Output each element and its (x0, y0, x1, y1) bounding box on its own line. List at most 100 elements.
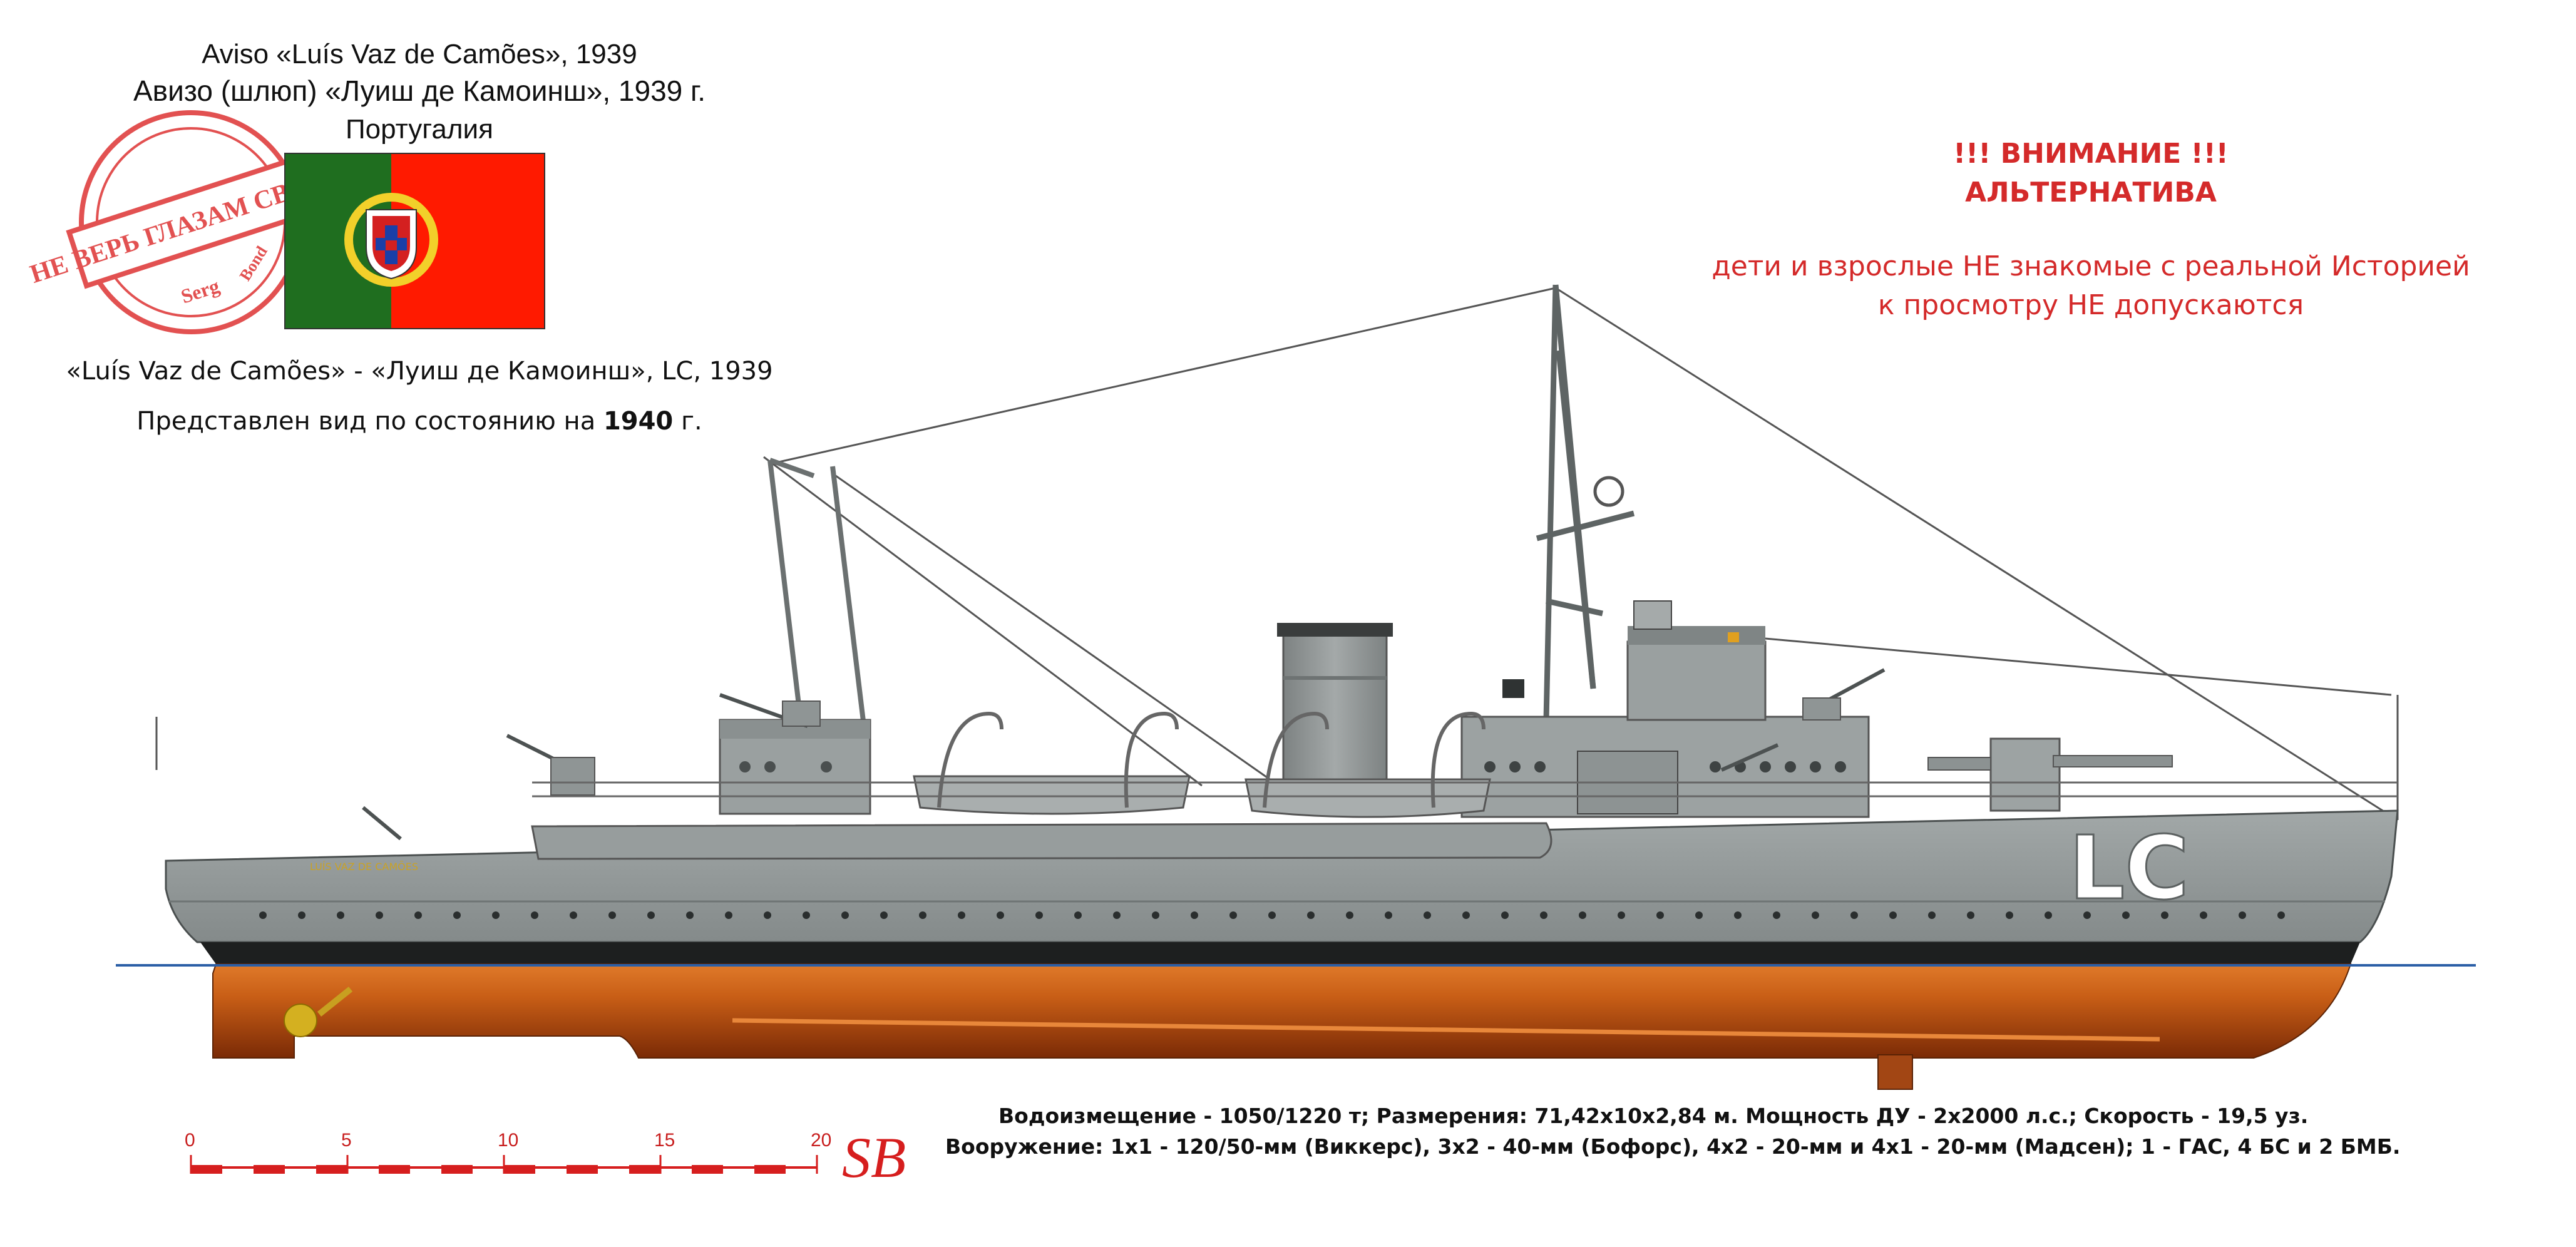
aa-mounts (550, 697, 1841, 796)
porthole (919, 911, 926, 919)
porthole (298, 911, 305, 919)
hull (165, 809, 2399, 1090)
porthole (764, 911, 771, 919)
specs-line1: Водоизмещение - 1050/1220 т; Размерения:… (998, 1104, 2309, 1128)
warning-subheading: АЛЬТЕРНАТИВА (1965, 177, 2217, 208)
porthole (414, 911, 422, 919)
scale-bar (190, 1155, 818, 1174)
warning-heading: !!! ВНИМАНИЕ !!! (1953, 138, 2229, 170)
state-suffix: г. (680, 407, 702, 436)
porthole (337, 911, 344, 919)
country-label: Португалия (346, 114, 493, 145)
porthole (2277, 911, 2285, 919)
porthole (1229, 911, 1237, 919)
coat-of-arms-icon (344, 193, 438, 287)
bridge-superstructure (1460, 600, 1870, 818)
scale-segment (567, 1165, 598, 1174)
porthole (1734, 911, 1742, 919)
porthole (2083, 911, 2091, 919)
state-subtitle: Представлен вид по состоянию на 1940 г. (38, 407, 801, 436)
porthole (259, 911, 267, 919)
porthole (958, 911, 965, 919)
porthole (570, 911, 577, 919)
porthole (1152, 911, 1159, 919)
forward-superstructure (719, 719, 871, 815)
author-logo: SB (842, 1126, 906, 1189)
main-gun-120mm (1927, 737, 2173, 812)
porthole (1035, 911, 1043, 919)
scale-tick-label: 15 (654, 1130, 675, 1151)
warning-text-line1: дети и взрослые НЕ знакомые с реальной И… (1711, 250, 2470, 282)
porthole (1113, 911, 1121, 919)
porthole (647, 911, 655, 919)
porthole (531, 911, 538, 919)
state-prefix: Представлен вид по состоянию на (136, 407, 596, 436)
porthole (1656, 911, 1664, 919)
porthole (1579, 911, 1586, 919)
foremast (767, 458, 866, 727)
porthole (376, 911, 383, 919)
porthole (2239, 911, 2246, 919)
scale-segment (692, 1165, 723, 1174)
author-logo-text: SB (842, 1126, 906, 1189)
porthole (608, 911, 616, 919)
funnel (1277, 623, 1393, 799)
scale-tick-label: 0 (185, 1130, 195, 1151)
scale-segment (316, 1165, 347, 1174)
porthole (1773, 911, 1780, 919)
scale-segment (254, 1165, 285, 1174)
deck-railing (532, 781, 2398, 798)
porthole (1889, 911, 1897, 919)
mainmast (1536, 284, 1635, 721)
porthole (1268, 911, 1276, 919)
specs-line2: Вооружение: 1x1 - 120/50-мм (Виккерс), 3… (945, 1134, 2401, 1159)
porthole (2045, 911, 2052, 919)
porthole (1850, 911, 1858, 919)
porthole (2006, 911, 2013, 919)
ship-names-subtitle: «Luís Vaz de Camões» - «Луиш де Камоинш»… (66, 357, 773, 386)
scale-segment (754, 1165, 786, 1174)
scale-tick-label: 20 (811, 1130, 832, 1151)
porthole (1074, 911, 1082, 919)
porthole (2161, 911, 2168, 919)
porthole (1928, 911, 1936, 919)
porthole (1424, 911, 1431, 919)
porthole (803, 911, 810, 919)
porthole (2122, 911, 2130, 919)
scale-segment (629, 1165, 660, 1174)
porthole (1618, 911, 1625, 919)
lifeboats (913, 711, 1491, 818)
porthole (1346, 911, 1353, 919)
porthole (1385, 911, 1392, 919)
porthole (2200, 911, 2207, 919)
scale-segment (441, 1165, 473, 1174)
porthole (686, 911, 694, 919)
state-year: 1940 (603, 407, 674, 436)
portholes (259, 911, 2285, 919)
porthole (492, 911, 500, 919)
porthole (1967, 911, 1974, 919)
hull-number: LC (2069, 818, 2189, 920)
title-russian: Авизо (шлюп) «Луиш де Камоинш», 1939 г. (133, 74, 706, 107)
porthole (1695, 911, 1703, 919)
porthole (1812, 911, 1819, 919)
title-latin: Aviso «Luís Vaz de Camões», 1939 (202, 39, 637, 69)
direction-finder-loop (1593, 476, 1624, 507)
porthole (453, 911, 461, 919)
scale-segment (504, 1165, 535, 1174)
porthole (1307, 911, 1315, 919)
scale-tick-label: 10 (498, 1130, 519, 1151)
warning-text-line2: к просмотру НЕ допускаются (1877, 289, 2304, 321)
porthole (997, 911, 1004, 919)
portugal-flag (284, 153, 545, 329)
porthole (725, 911, 732, 919)
porthole (841, 911, 849, 919)
hull-name: LUÍS VAZ DE CAMÕES (310, 861, 418, 873)
scale-tick-label: 5 (341, 1130, 352, 1151)
stamp-author-left: Serg (178, 274, 222, 307)
porthole (880, 911, 888, 919)
porthole (1540, 911, 1547, 919)
porthole (1191, 911, 1198, 919)
porthole (1501, 911, 1509, 919)
